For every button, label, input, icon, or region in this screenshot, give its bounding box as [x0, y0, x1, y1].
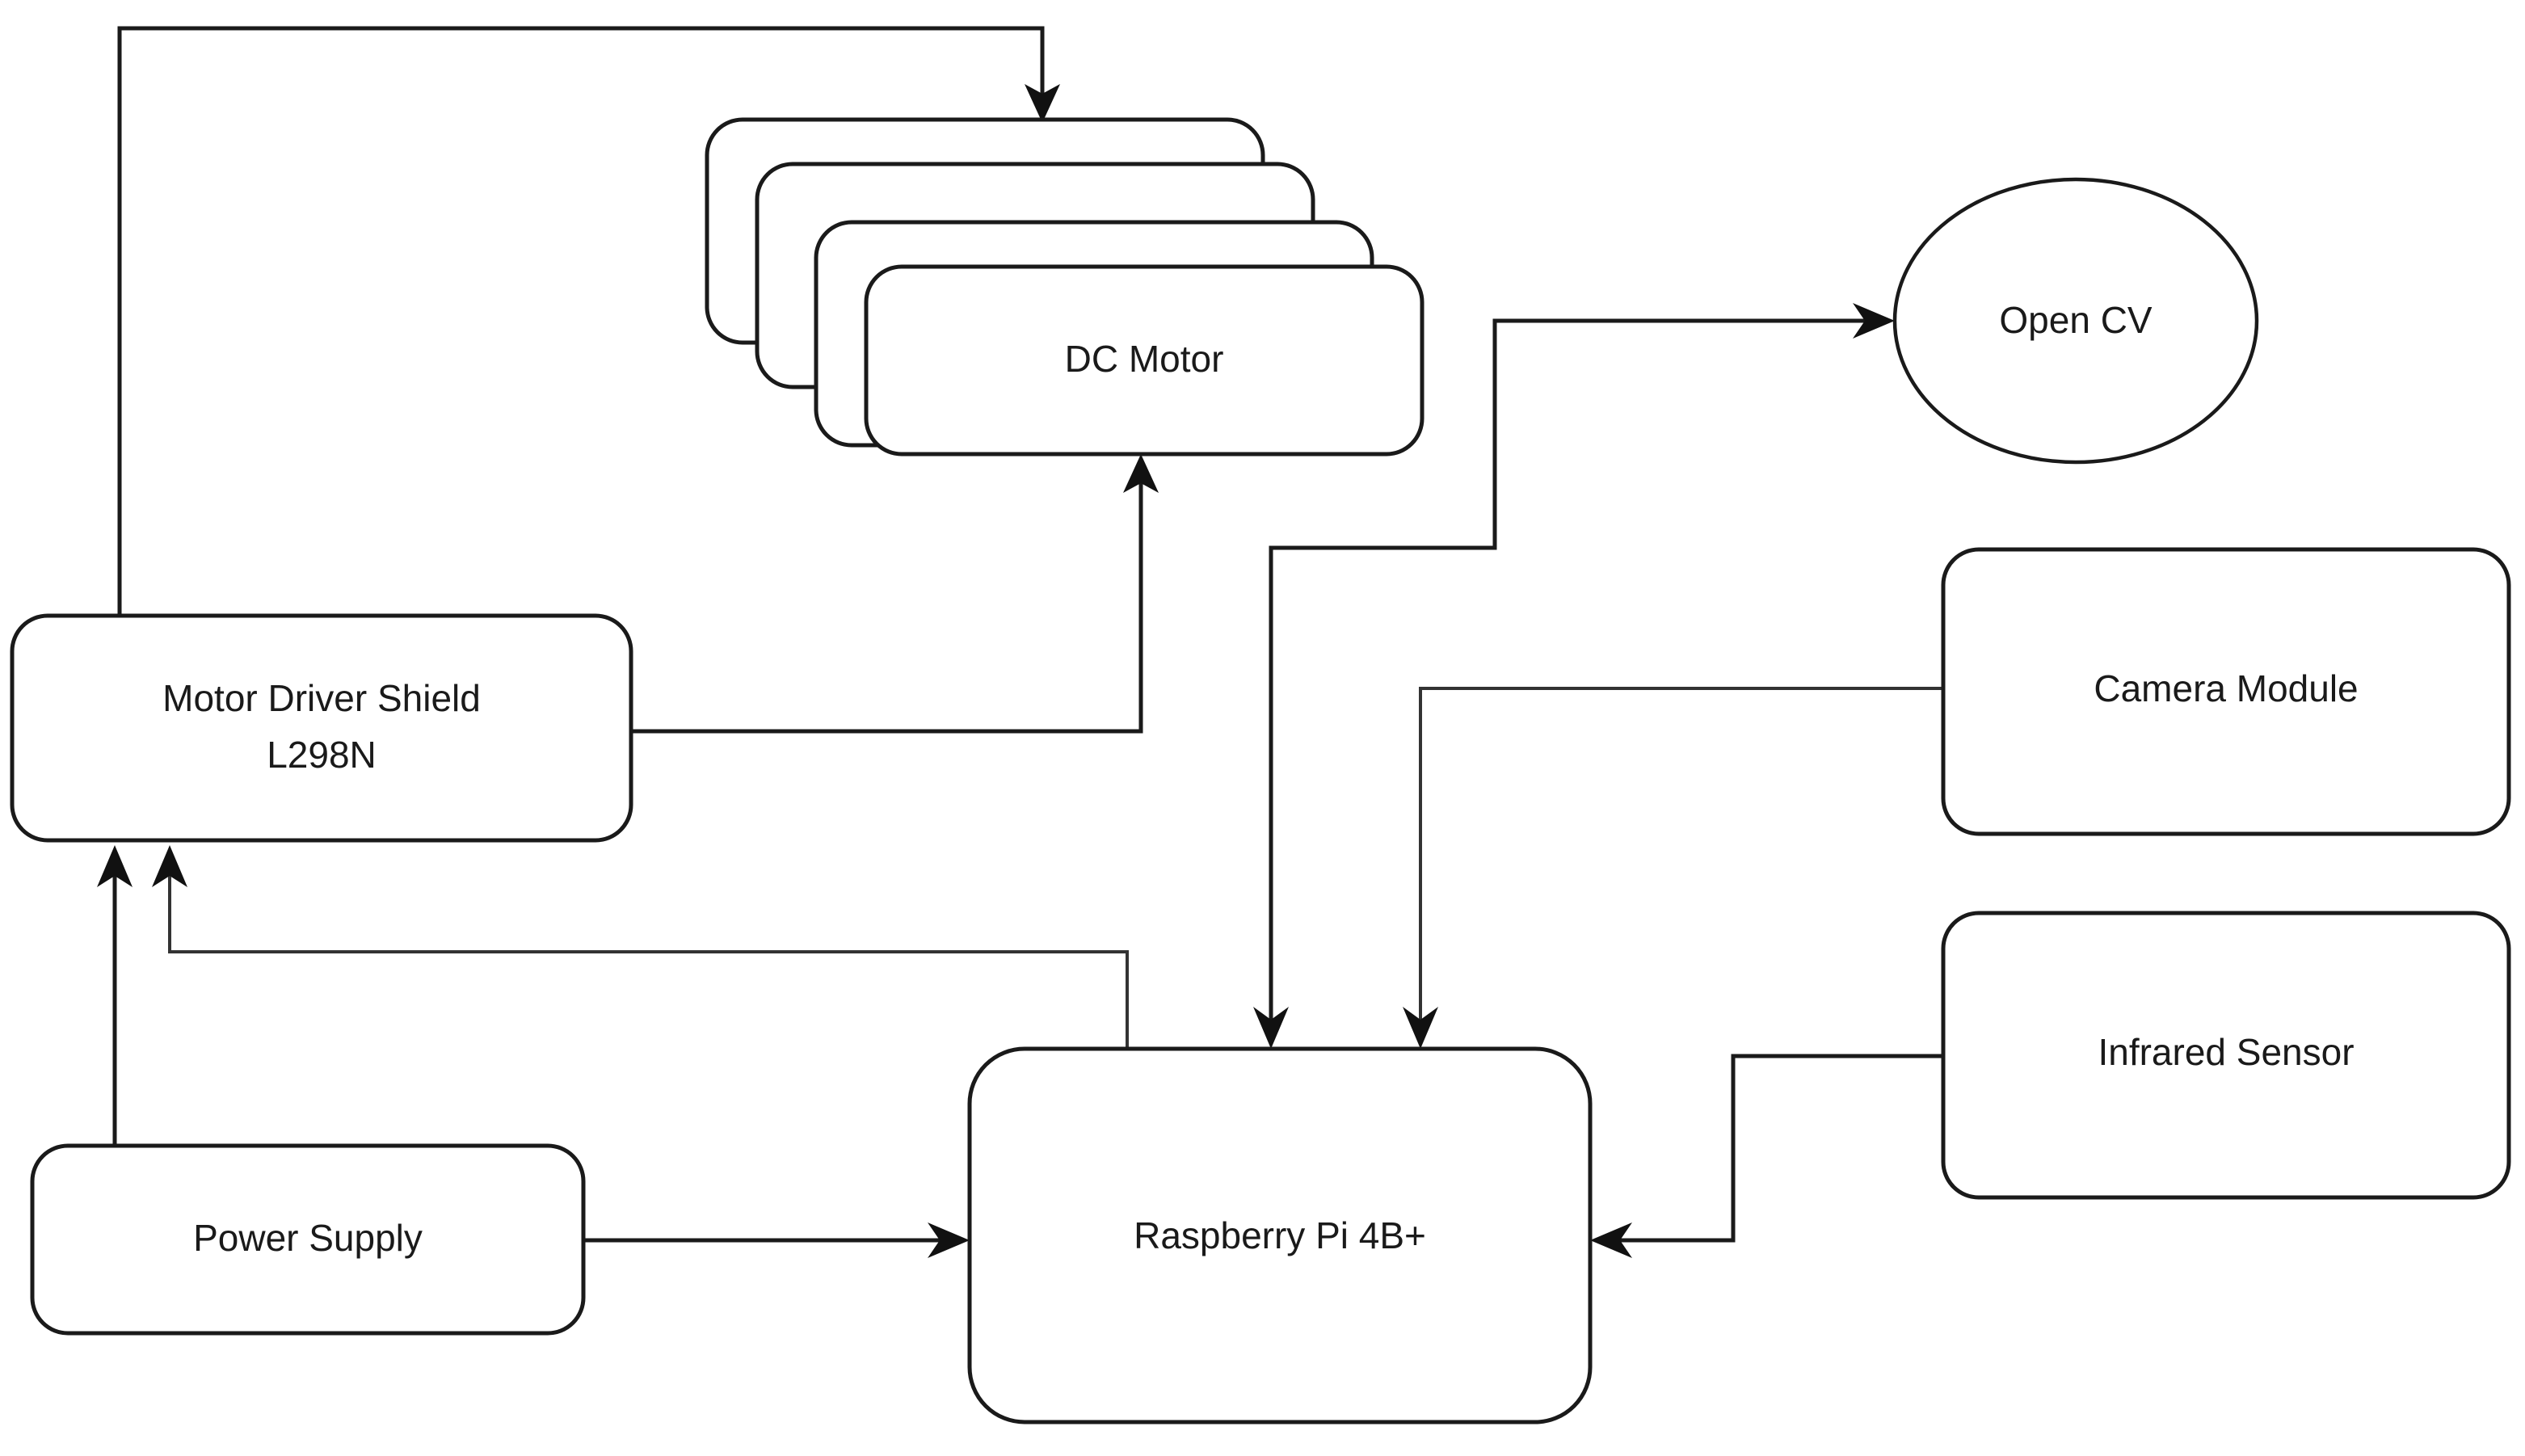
open-cv-ellipse[interactable] — [1892, 177, 2259, 465]
node-camera-module[interactable]: Camera Module — [1941, 547, 2511, 836]
edge-camera-module-to-raspberry-pi — [1403, 687, 1943, 1049]
edge-infrared-sensor-to-raspberry-pi — [1590, 1054, 1943, 1258]
node-dc-motor[interactable]: DC Motor — [705, 117, 1425, 457]
node-infrared-sensor[interactable]: Infrared Sensor — [1941, 911, 2511, 1200]
power-supply-label: Power Supply — [193, 1217, 423, 1259]
edge-power-supply-to-motor-driver — [97, 845, 133, 1146]
edge-power-supply-to-raspberry-pi — [583, 1222, 970, 1258]
infrared-sensor-label: Infrared Sensor — [2098, 1031, 2354, 1073]
motor-driver-shield-label-line1: Motor Driver Shield — [162, 677, 481, 719]
node-raspberry-pi[interactable]: Raspberry Pi 4B+ — [967, 1046, 1593, 1424]
dc-motor-label: DC Motor — [1065, 338, 1224, 380]
infrared-sensor-box[interactable] — [1941, 911, 2511, 1200]
node-motor-driver-shield[interactable]: Motor Driver Shield L298N — [10, 613, 633, 843]
power-supply-box[interactable] — [30, 1143, 586, 1336]
edge-motor-driver-to-dc-motor-top — [117, 26, 1060, 616]
raspberry-pi-label: Raspberry Pi 4B+ — [1134, 1214, 1426, 1256]
node-power-supply[interactable]: Power Supply — [30, 1143, 586, 1336]
edge-raspberry-pi-to-open-cv — [1253, 303, 1895, 1049]
motor-driver-shield-label-line2: L298N — [267, 734, 377, 776]
raspberry-pi-box[interactable] — [967, 1046, 1593, 1424]
edge-motor-driver-to-dc-motor-side — [631, 454, 1159, 734]
camera-module-label: Camera Module — [2094, 667, 2358, 709]
camera-module-box[interactable] — [1941, 547, 2511, 836]
dc-motor-card-front[interactable] — [864, 264, 1425, 457]
motor-driver-shield-box[interactable] — [10, 613, 633, 843]
edge-raspberry-pi-to-motor-driver — [152, 845, 1129, 1049]
open-cv-label: Open CV — [1999, 299, 2153, 341]
node-open-cv[interactable]: Open CV — [1892, 177, 2259, 465]
